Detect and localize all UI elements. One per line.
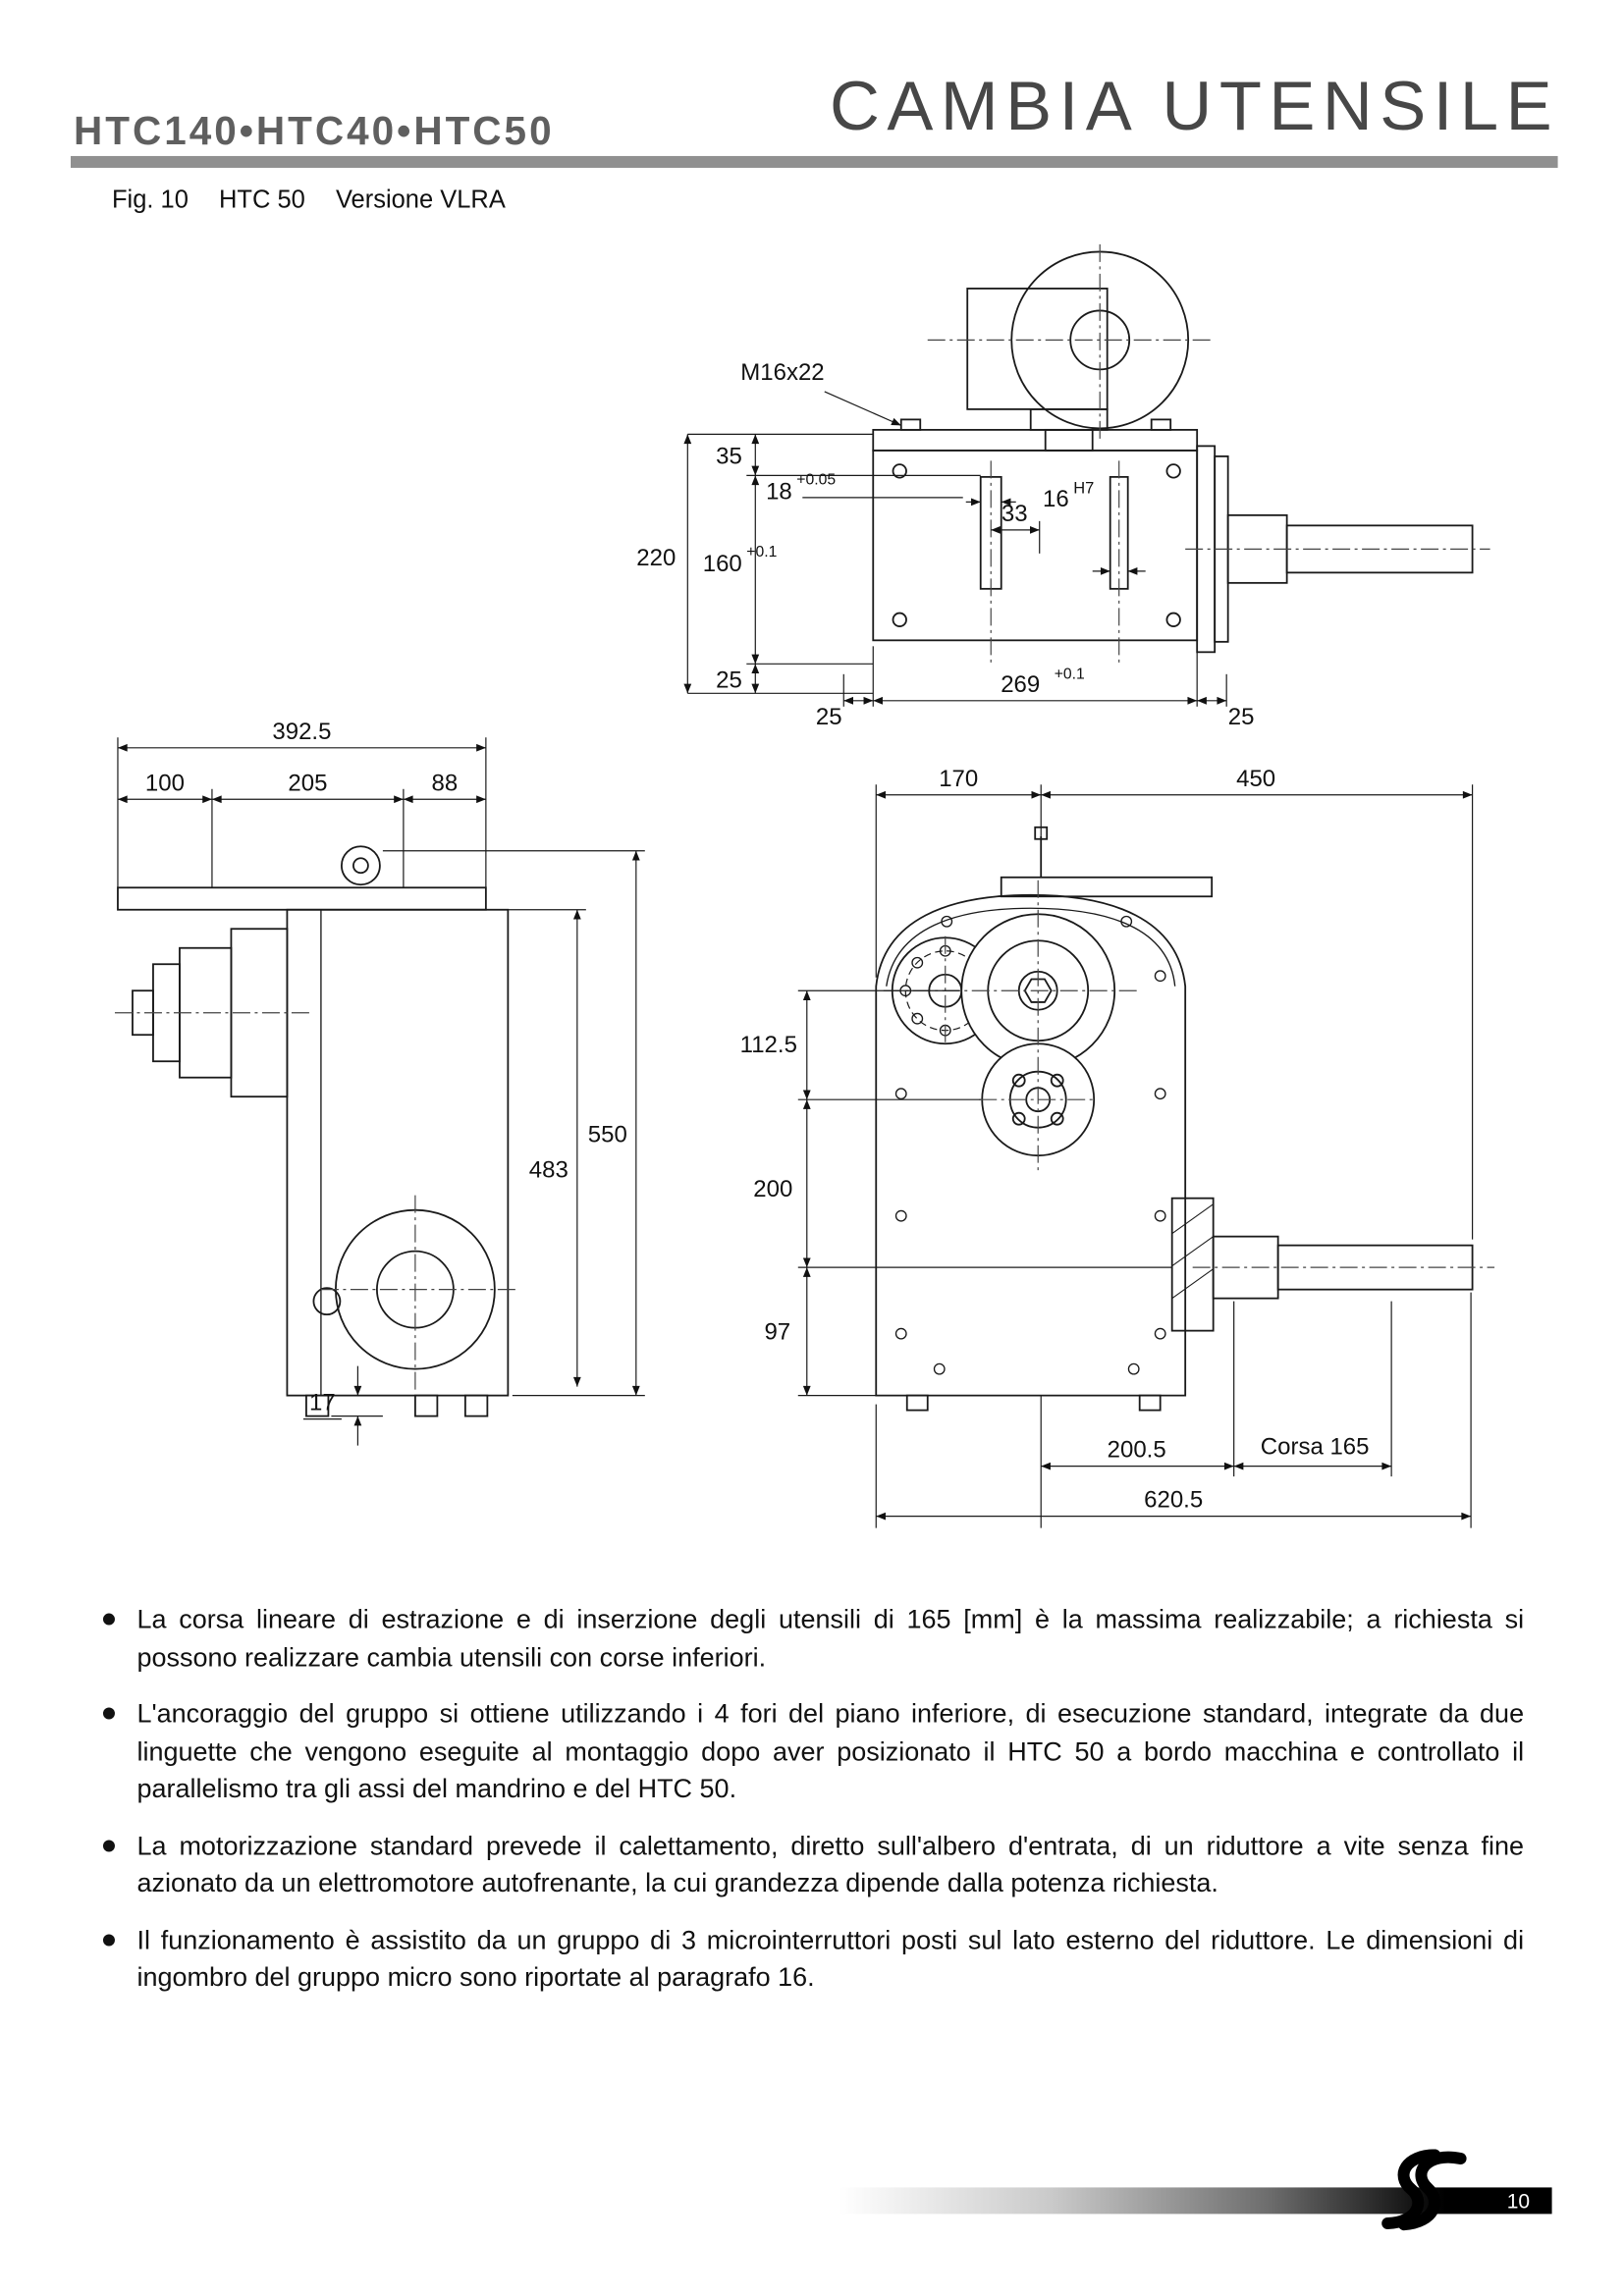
top-view-dimensions [683,391,1227,707]
note-text-1: La corsa lineare di estrazione e di inse… [136,1604,1525,1672]
dim-label-200: 200 [753,1176,792,1202]
page-title: CAMBIA UTENSILE [830,66,1560,144]
dim-label-25-bottom-right: 25 [1228,704,1255,730]
tolerance-18: +0.05 [796,471,836,488]
dim-label-220: 220 [636,545,676,571]
header-rule [70,155,1558,168]
dim-label-97: 97 [764,1319,790,1346]
brand-logo [1381,2149,1467,2231]
dim-label-16: 16 [1043,486,1069,512]
top-view-centerlines [927,243,1490,667]
list-item: La corsa lineare di estrazione e di inse… [102,1602,1525,1678]
side-view-centerlines [114,1012,518,1390]
top-view-labels: M16x22 35 18 +0.05 33 16 H7 220 160 +0.1… [636,359,1254,730]
front-view-centerlines [883,880,1495,1268]
bullet-marker [102,1934,115,1947]
dim-label-m16x22: M16x22 [740,359,824,386]
side-view-part [114,845,518,1417]
mounting-holes [894,915,1166,1375]
dim-label-160: 160 [703,551,742,577]
list-item: La motorizzazione standard prevede il ca… [102,1828,1525,1903]
tolerance-16-h7: H7 [1073,479,1094,497]
list-item: Il funzionamento è assistito da un grupp… [102,1922,1525,1998]
bullet-marker [102,1840,115,1852]
note-text-2: L'ancoraggio del gruppo si ottiene utili… [136,1698,1525,1804]
note-text-3: La motorizzazione standard prevede il ca… [136,1831,1525,1898]
bullet-marker [102,1707,115,1720]
dim-label-450: 450 [1236,766,1275,792]
page-number: 10 [1506,2188,1531,2213]
tolerance-160: +0.1 [746,544,777,561]
figure-model: HTC 50 [219,185,305,214]
side-view-dimensions [117,737,645,1446]
dim-label-18: 18 [766,478,792,505]
tolerance-269: +0.1 [1055,666,1085,682]
dim-label-35: 35 [716,443,742,469]
dim-label-100: 100 [145,770,185,796]
dim-label-112-5: 112.5 [740,1032,797,1058]
dim-label-88: 88 [432,770,459,796]
technical-drawings: M16x22 35 18 +0.05 33 16 H7 220 160 +0.1… [114,243,1495,1528]
header-models: HTC140•HTC40•HTC50 [73,108,555,153]
dim-label-269: 269 [1001,671,1040,698]
side-view-labels: 392.5 100 205 88 550 483 17 [145,719,627,1416]
figure-caption: Fig. 10 HTC 50 Versione VLRA [112,186,529,215]
front-view-labels: 170 450 112.5 200 97 200.5 Corsa 165 620… [740,766,1370,1514]
dim-label-200-5: 200.5 [1108,1437,1166,1464]
front-view-dimensions [797,784,1474,1528]
dim-label-483: 483 [529,1157,568,1184]
dim-label-corsa-165: Corsa 165 [1261,1434,1370,1461]
dim-label-25-left: 25 [716,667,742,693]
notes-list: La corsa lineare di estrazione e di inse… [102,1602,1525,2017]
note-text-4: Il funzionamento è assistito da un grupp… [136,1925,1525,1993]
dim-label-392-5: 392.5 [272,719,331,745]
dim-label-620-5: 620.5 [1144,1487,1203,1514]
dim-label-205: 205 [288,770,327,796]
front-view-part [875,826,1495,1412]
bullet-marker [102,1613,115,1626]
dim-label-170: 170 [939,766,978,792]
dim-label-25-bottom-left: 25 [816,704,842,730]
dim-label-550: 550 [588,1122,627,1148]
list-item: L'ancoraggio del gruppo si ottiene utili… [102,1696,1525,1809]
figure-number: Fig. 10 [111,185,189,214]
top-view-part [872,243,1490,667]
figure-version: Versione VLRA [335,185,506,214]
dim-label-33: 33 [1001,501,1028,527]
dim-label-17: 17 [309,1390,336,1416]
